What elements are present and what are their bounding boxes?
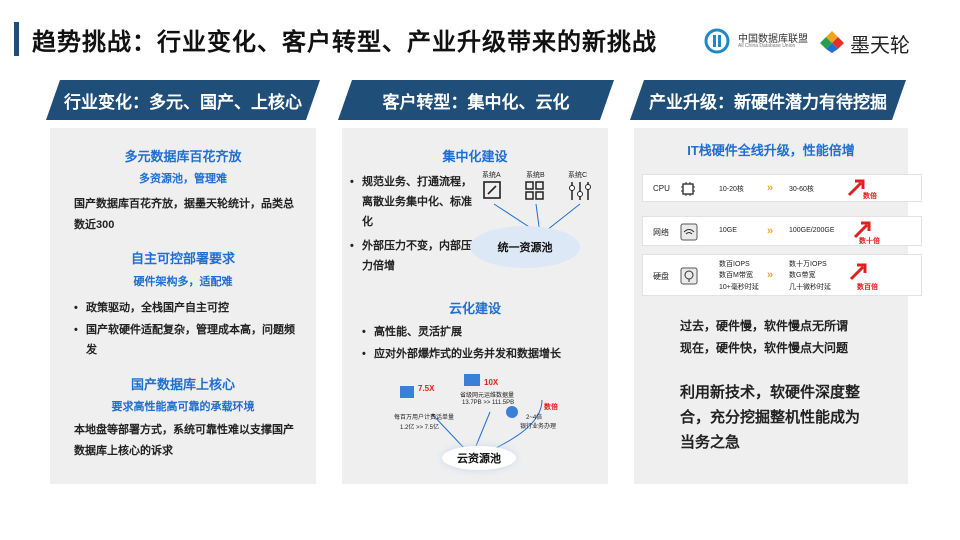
note-now: 现在，硬件快，软件慢点大问题 <box>680 341 849 355</box>
panel-industry-upgrade: IT栈硬件全线升级，性能倍增 CPU 10-20核 » 30-60核 数倍 网络… <box>634 128 922 484</box>
up-arrow-icon <box>853 221 871 239</box>
list-item: •外部压力不变，内部压力倍增 <box>350 240 472 272</box>
conclusion: 利用新技术，软硬件深度整 合，充分挖掘整机性能成为 当务之急 <box>680 380 900 455</box>
banner-industry-upgrade: 产业升级：新硬件潜力有待挖掘 <box>630 80 906 120</box>
section-heading: 多元数据库百花齐放 <box>124 149 242 164</box>
disk-gain: 数百倍 <box>857 284 878 291</box>
unified-resource-pool: 统一资源池 <box>470 226 580 268</box>
motianlun-logo: 墨天轮 <box>818 26 928 57</box>
banner-customer-transform: 客户转型：集中化、云化 <box>338 80 614 120</box>
row-name: 网络 <box>653 228 669 237</box>
grid-icon <box>525 181 544 200</box>
system-a-label: 系统A <box>482 172 501 179</box>
cpu-gain: 数倍 <box>863 193 877 200</box>
network-ops-icon <box>464 374 480 386</box>
hardware-row-disk: 硬盘 数百IOPS 数百M带宽 10+毫秒时延 » 数十万IOPS 数G带宽 几… <box>642 254 922 296</box>
row-name: CPU <box>653 184 670 193</box>
row-name: 硬盘 <box>653 272 669 281</box>
china-database-union-logo: 中国数据库联盟 All China Database Union <box>704 26 809 56</box>
billing-line2: 1.2亿 >> 7.5亿 <box>400 425 440 431</box>
system-b-label: 系统B <box>526 172 545 179</box>
cpu-after: 30-60核 <box>789 186 814 193</box>
section-subheading: 要求高性能高可靠的承载环境 <box>111 401 255 413</box>
panel-industry-change: 多元数据库百花齐放 多资源池，管理难 国产数据库百花齐放，据墨天轮统计，品类总数… <box>50 128 316 484</box>
logo1-text: 中国数据库联盟 <box>738 34 808 45</box>
section-subheading: 多资源池，管理难 <box>139 173 227 185</box>
network-icon <box>680 223 698 241</box>
cpu-before: 10-20核 <box>719 186 744 193</box>
netops-line1: 省级网元运维数据量 <box>460 393 515 399</box>
disk-after-2: 数G带宽 <box>789 272 816 279</box>
logo1-subtext: All China Database Union <box>738 43 796 49</box>
upgrade-heading: IT栈硬件全线升级，性能倍增 <box>687 143 855 158</box>
section-body: 国产数据库百花齐放，据墨天轮统计，品类总数近300 <box>74 198 294 231</box>
note-past: 过去，硬件慢，软件慢点无所谓 <box>680 319 849 333</box>
chevron-right-icon: » <box>767 225 774 237</box>
disk-before-2: 数百M带宽 <box>719 272 753 279</box>
cloud-heading: 云化建设 <box>448 301 501 316</box>
ratio-7-5x: 7.5X <box>418 384 435 393</box>
conclusion-line: 利用新技术，软硬件深度整 <box>680 384 861 401</box>
up-arrow-icon <box>849 263 867 281</box>
network-before: 10GE <box>719 227 737 234</box>
up-arrow-icon <box>847 179 865 197</box>
logo2-text: 墨天轮 <box>850 35 910 57</box>
section-heading: 自主可控部署要求 <box>130 251 235 266</box>
conclusion-line: 当务之急 <box>680 434 741 451</box>
ratio-multiple: 数倍 <box>544 404 558 411</box>
cpu-icon <box>681 182 695 196</box>
edit-icon <box>483 181 501 199</box>
title-accent-bar <box>14 22 19 56</box>
billing-icon <box>400 386 414 398</box>
section-heading: 国产数据库上核心 <box>130 377 235 392</box>
bank-icon <box>506 406 518 418</box>
ratio-10x: 10X <box>484 378 499 387</box>
database-union-logo-icon <box>704 28 730 54</box>
netops-line2: 13.7PB >> 111.5PB <box>462 400 515 406</box>
motianlun-logo-icon <box>820 31 844 53</box>
disk-before-3: 10+毫秒时延 <box>719 284 759 291</box>
hardware-row-cpu: CPU 10-20核 » 30-60核 数倍 <box>642 174 922 202</box>
hardware-row-network: 网络 10GE » 100GE/200GE 数十倍 <box>642 216 922 246</box>
system-c-label: 系统C <box>568 172 588 179</box>
panel-customer-transform: 集中化建设 •规范业务、打通流程，离散业务集中化、标准化 •外部压力不变，内部压… <box>342 128 608 484</box>
page-title: 趋势挑战：行业变化、客户转型、产业升级带来的新挑战 <box>32 29 657 56</box>
list-item: •规范业务、打通流程，离散业务集中化、标准化 <box>350 176 472 228</box>
disk-before-1: 数百IOPS <box>719 261 750 268</box>
disk-after-1: 数十万IOPS <box>789 261 827 268</box>
conclusion-line: 合，充分挖掘整机性能成为 <box>680 409 861 426</box>
banner-industry-change: 行业变化：多元、国产、上核心 <box>46 80 320 120</box>
bank-line2: 银行业务办理 <box>520 424 557 430</box>
network-after: 100GE/200GE <box>789 227 835 234</box>
chevron-right-icon: » <box>767 182 774 194</box>
systems-diagram <box>483 181 591 235</box>
network-gain: 数十倍 <box>859 238 880 245</box>
disk-icon <box>680 267 698 285</box>
section-body: 本地盘等部署方式，系统可靠性难以支撑国产数据库上核心的诉求 <box>74 424 294 457</box>
chevron-right-icon: » <box>767 269 774 281</box>
section-subheading: 硬件架构多，适配难 <box>133 276 233 288</box>
list-item: •国产软硬件适配复杂，管理成本高，问题频发 <box>74 324 295 356</box>
bank-line1: 2~4倍 <box>526 415 543 421</box>
disk-after-3: 几十微秒时延 <box>789 284 831 291</box>
sliders-icon <box>569 182 591 200</box>
billing-line1: 每百万用户计费话单量 <box>394 415 455 421</box>
centralize-heading: 集中化建设 <box>442 149 508 164</box>
cloud-resource-pool: 云资源池 <box>442 446 516 470</box>
